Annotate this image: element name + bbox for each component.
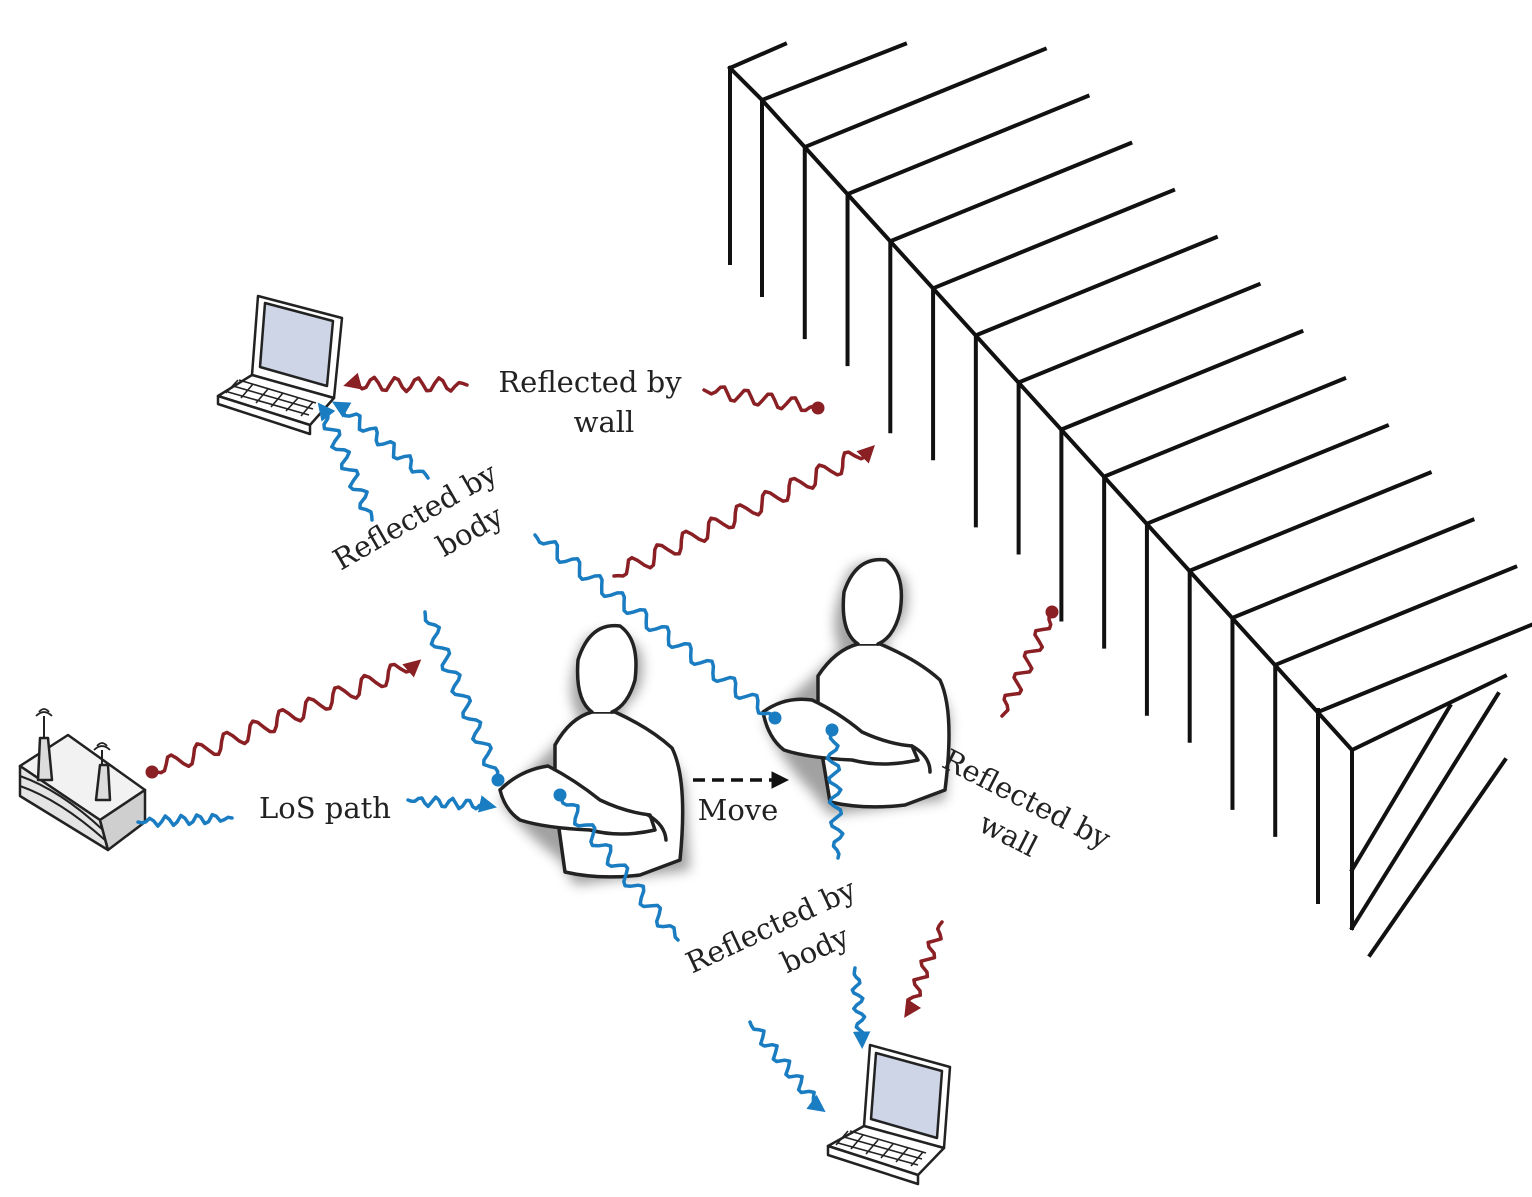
body-reflection-path	[406, 795, 497, 813]
wall-slat-top	[1016, 281, 1262, 386]
wall-slat-top	[1187, 470, 1433, 574]
body-reflection-path	[825, 728, 845, 860]
reflection-point	[553, 788, 567, 802]
wall-slat-top	[1272, 564, 1518, 668]
wall-slat-top	[1144, 423, 1390, 527]
person-icon	[761, 557, 951, 809]
wall-slat-top	[1315, 622, 1532, 715]
wall	[727, 41, 1532, 958]
body-reflection-path	[748, 1020, 826, 1113]
wall-slat-top	[1101, 376, 1347, 480]
wall-reflection-path	[904, 920, 944, 1018]
wall-reflection-path	[612, 445, 875, 578]
wall-slat-top	[887, 140, 1133, 244]
body-reflection-path	[533, 533, 777, 720]
body-reflection-path	[331, 401, 430, 480]
laptop-icon	[216, 294, 344, 436]
wall-reflection-path	[150, 659, 422, 775]
label-move: Move	[698, 793, 779, 827]
wall-slat-top	[973, 234, 1219, 338]
laptop-icon	[826, 1043, 952, 1186]
body-reflection-path	[423, 610, 500, 782]
wall-slat-top	[1229, 517, 1476, 621]
wifi-router-icon	[18, 708, 147, 852]
wall-slat-top	[1058, 328, 1304, 433]
wall-reflection-path	[343, 372, 469, 394]
body-reflection-path	[558, 793, 680, 942]
reflection-point	[825, 723, 839, 737]
reflection-point	[811, 401, 825, 415]
reflection-point	[768, 711, 782, 725]
wall-slat-top	[802, 46, 1048, 150]
wall-reflection-path	[702, 385, 820, 413]
label-los-path: LoS path	[259, 791, 391, 825]
body-reflection-path	[850, 966, 871, 1049]
reflection-point	[491, 773, 505, 787]
reflection-point	[145, 765, 159, 779]
label-reflected-wall-top-line2: wall	[574, 405, 635, 439]
label-reflected-wall-top-line1: Reflected by	[498, 365, 682, 399]
body-reflection-path	[317, 402, 374, 522]
wall-reflection-path	[1000, 610, 1054, 718]
person-icon	[498, 623, 685, 879]
body-reflection-path	[136, 812, 234, 828]
wall-slat-top	[844, 93, 1091, 197]
wall-slat-top	[930, 187, 1176, 291]
reflection-point	[1045, 605, 1059, 619]
